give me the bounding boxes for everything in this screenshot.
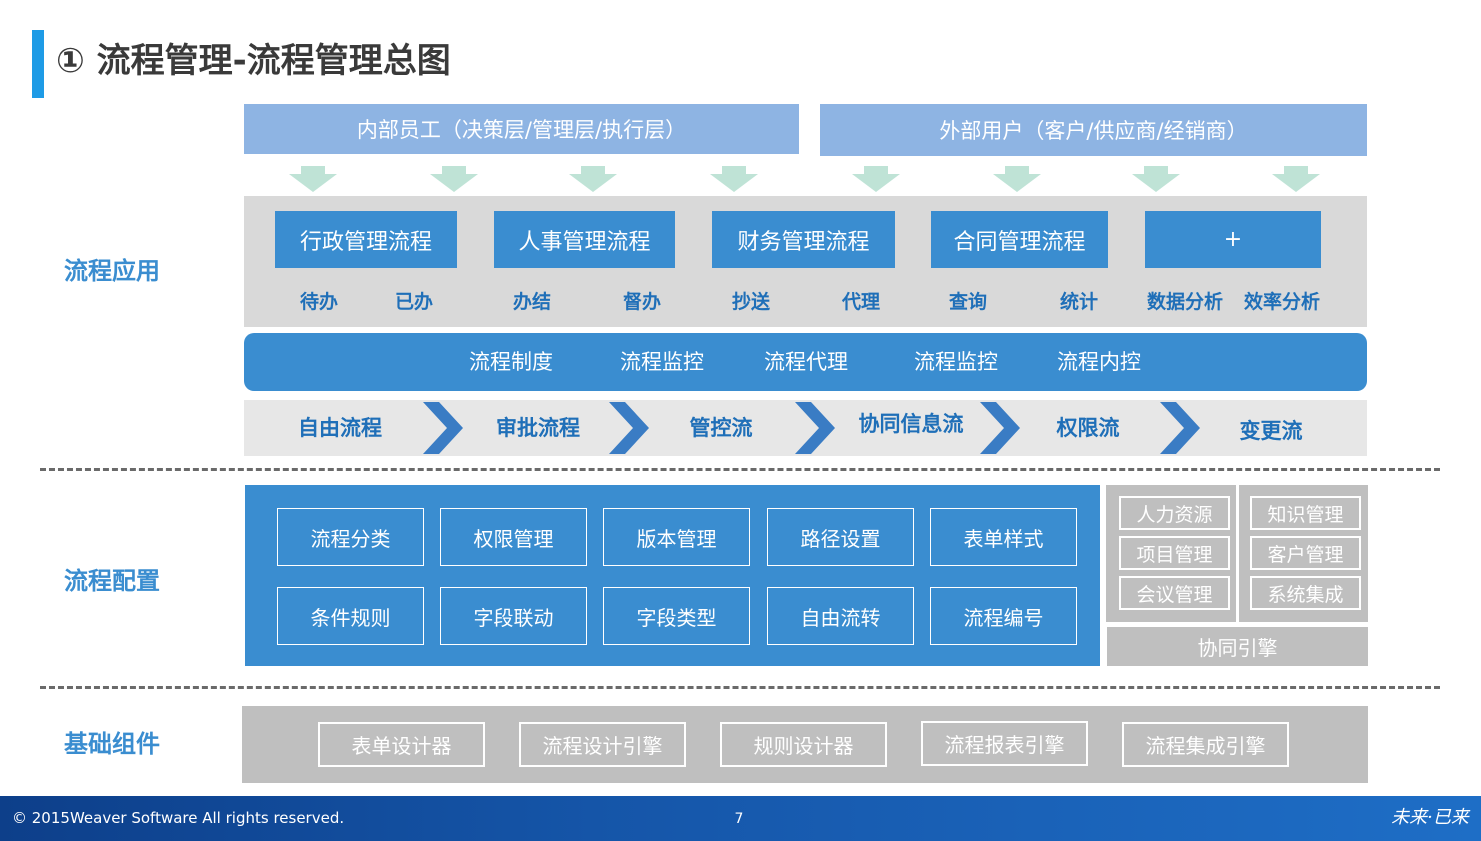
collaboration-engine: 协同引擎 — [1107, 627, 1368, 666]
management-item: 流程制度 — [469, 350, 553, 374]
external-users-box: 外部用户（客户/供应商/经销商） — [820, 104, 1367, 156]
flow-type: 管控流 — [689, 416, 753, 440]
config-item: 版本管理 — [603, 508, 750, 566]
flow-type: 变更流 — [1239, 419, 1303, 443]
config-item: 字段联动 — [440, 587, 587, 645]
function-label: 督办 — [622, 291, 661, 313]
down-arrow-icon — [710, 166, 758, 192]
base-component: 流程设计引擎 — [519, 722, 686, 767]
section-divider — [40, 468, 1440, 471]
config-item: 自由流转 — [767, 587, 914, 645]
process-contract: 合同管理流程 — [931, 211, 1108, 268]
base-components-panel — [242, 706, 1368, 783]
chevron-right-icon — [423, 402, 463, 454]
management-item: 流程监控 — [914, 350, 998, 374]
internal-users-box: 内部员工（决策层/管理层/执行层） — [244, 104, 799, 154]
process-finance: 财务管理流程 — [712, 211, 895, 268]
section-label-config: 流程配置 — [64, 567, 160, 595]
chevron-right-icon — [609, 402, 649, 454]
page-title: ① 流程管理-流程管理总图 — [56, 41, 451, 81]
process-admin: 行政管理流程 — [275, 211, 457, 268]
chevron-right-icon — [1160, 402, 1200, 454]
down-arrow-icon — [569, 166, 617, 192]
down-arrow-icon — [852, 166, 900, 192]
collaboration-divider — [1236, 485, 1239, 622]
chevron-right-icon — [795, 402, 835, 454]
down-arrow-icon — [1272, 166, 1320, 192]
down-arrow-icon — [289, 166, 337, 192]
function-label: 查询 — [948, 291, 987, 313]
management-item: 流程监控 — [620, 350, 704, 374]
base-component: 表单设计器 — [318, 722, 485, 767]
process-config-panel — [245, 485, 1100, 666]
config-item: 字段类型 — [603, 587, 750, 645]
config-item: 权限管理 — [440, 508, 587, 566]
brand-logo: 未来·已来 — [1391, 807, 1469, 828]
function-label: 待办 — [299, 291, 338, 313]
process-hr: 人事管理流程 — [494, 211, 675, 268]
management-bar — [244, 333, 1367, 391]
section-label-app: 流程应用 — [64, 257, 160, 285]
config-item: 条件规则 — [277, 587, 424, 645]
function-label: 抄送 — [731, 291, 770, 313]
flow-type: 审批流程 — [496, 416, 580, 440]
management-item: 流程内控 — [1057, 350, 1141, 374]
chevron-right-icon — [980, 402, 1020, 454]
config-item: 流程编号 — [930, 587, 1077, 645]
collaboration-item: 知识管理 — [1250, 496, 1361, 530]
function-label: 数据分析 — [1146, 291, 1223, 313]
base-component: 流程报表引擎 — [921, 721, 1088, 766]
config-item: 表单样式 — [930, 508, 1077, 566]
collaboration-item: 客户管理 — [1250, 536, 1361, 570]
config-item: 流程分类 — [277, 508, 424, 566]
function-label: 统计 — [1059, 291, 1098, 313]
footer-copyright: © 2015Weaver Software All rights reserve… — [12, 809, 345, 827]
function-label: 代理 — [841, 291, 880, 313]
collaboration-item: 项目管理 — [1119, 536, 1230, 570]
collaboration-item: 人力资源 — [1119, 496, 1230, 530]
config-item: 路径设置 — [767, 508, 914, 566]
base-component: 流程集成引擎 — [1122, 722, 1289, 767]
function-label: 办结 — [512, 291, 551, 313]
down-arrow-icon — [430, 166, 478, 192]
down-arrow-icon — [1132, 166, 1180, 192]
title-accent-bar — [32, 30, 44, 98]
section-label-base: 基础组件 — [64, 730, 160, 758]
flow-type: 自由流程 — [298, 416, 382, 440]
management-item: 流程代理 — [764, 350, 848, 374]
process-more: + — [1145, 211, 1321, 268]
section-divider — [40, 686, 1440, 689]
collaboration-item: 系统集成 — [1250, 576, 1361, 610]
function-label: 效率分析 — [1243, 291, 1320, 313]
page-number: 7 — [734, 811, 744, 827]
function-label: 已办 — [394, 291, 433, 313]
footer-bar — [0, 796, 1481, 841]
flow-type: 权限流 — [1056, 416, 1120, 440]
collaboration-item: 会议管理 — [1119, 576, 1230, 610]
flow-type: 协同信息流 — [858, 412, 964, 436]
base-component: 规则设计器 — [720, 722, 887, 767]
down-arrow-icon — [993, 166, 1041, 192]
